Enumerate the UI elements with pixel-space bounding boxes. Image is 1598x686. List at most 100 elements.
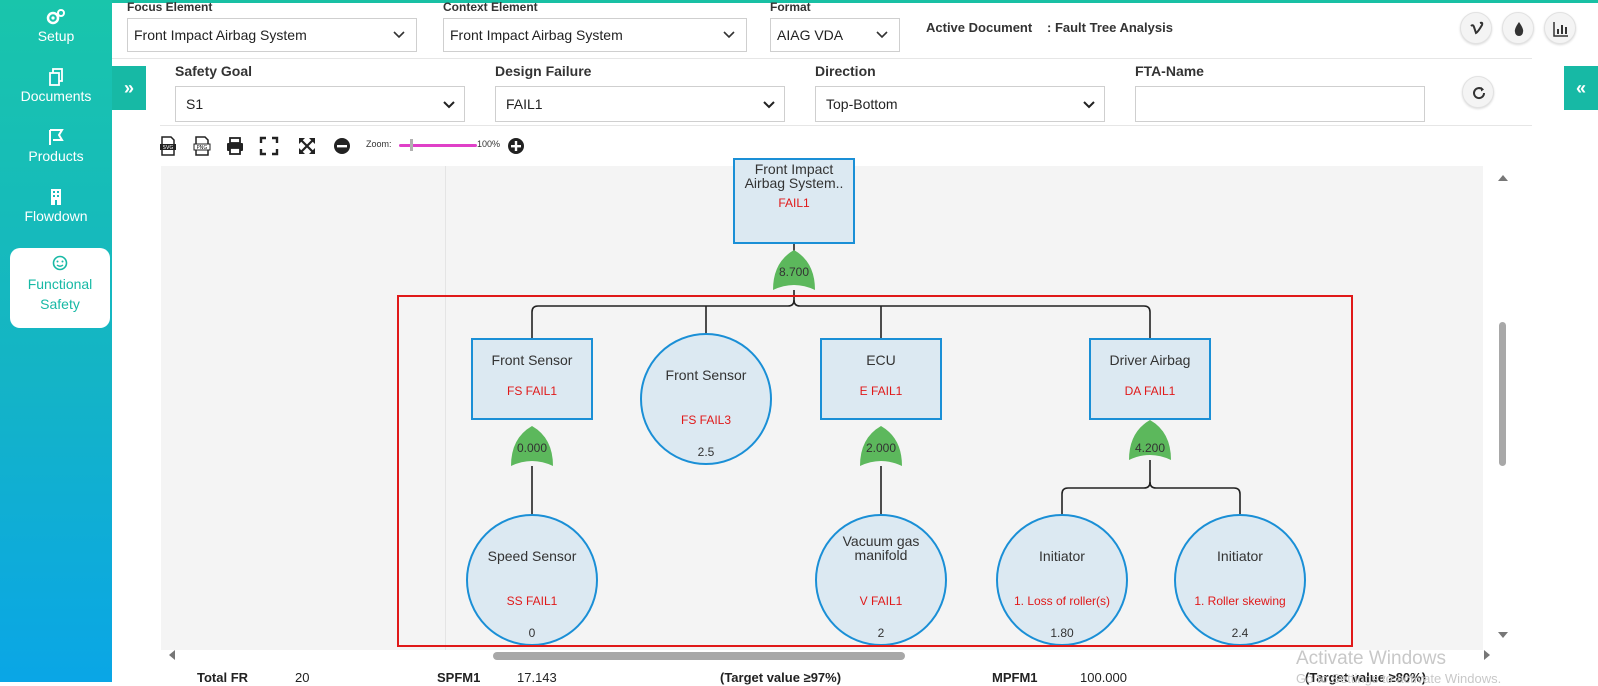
focus-element-value: Front Impact Airbag System [134,27,307,43]
safety-goal-select[interactable]: S1 [175,86,465,122]
refresh-button[interactable] [1462,76,1494,108]
node-title: Initiator [1039,548,1085,564]
gate-value: 8.700 [778,265,810,279]
node-fail: SS FAIL1 [506,594,558,608]
fta-basic-event-front-sensor[interactable]: Front Sensor FS FAIL3 2.5 [640,333,772,465]
fta-node-front-sensor[interactable]: Front Sensor FS FAIL1 [471,338,593,420]
header-divider [112,58,1532,59]
svg-text:SVG: SVG [163,145,174,151]
direction-label: Direction [815,63,876,79]
node-value: 0 [528,626,536,640]
design-failure-label: Design Failure [495,63,592,79]
or-gate-ecu [860,426,902,466]
node-title: Front Sensor [491,352,573,368]
fta-basic-event-vacuum-gas-manifold[interactable]: Vacuum gas manifold V FAIL1 2 [815,514,947,646]
selection-highlight [397,295,1353,647]
chevron-down-icon [1083,101,1095,109]
gate-value: 0.000 [516,441,548,455]
documents-icon [49,68,63,86]
format-select[interactable]: AIAG VDA [770,18,900,52]
or-gates [511,250,1171,466]
total-fr-label: Total FR [197,670,249,685]
focus-element-label: Focus Element [127,0,213,14]
scroll-left-icon[interactable] [169,650,175,660]
active-document-value: : Fault Tree Analysis [1047,20,1173,35]
spfm-target: (Target value ≥97%) [720,670,842,685]
sidebar-item-label: Documents [20,88,92,104]
focus-element-select[interactable]: Front Impact Airbag System [127,18,417,52]
sidebar-item-label: Setup [37,28,75,44]
fta-node-root[interactable]: Front Impact Airbag System.. FAIL1 [733,158,855,244]
fta-basic-event-initiator-1[interactable]: Initiator 1. Loss of roller(s) 1.80 [996,514,1128,646]
activate-windows-watermark: Activate Windows [1296,648,1446,669]
drop-icon [1514,22,1524,36]
svg-text:PNG: PNG [197,145,208,151]
context-element-select[interactable]: Front Impact Airbag System [443,18,747,52]
node-fail: FS FAIL3 [680,413,732,427]
zoom-slider-track[interactable] [399,144,477,147]
fullscreen-icon[interactable] [259,136,279,156]
node-fail: V FAIL1 [859,594,903,608]
scroll-down-icon[interactable] [1498,632,1508,638]
total-fr-value: 20 [295,670,310,685]
zoom-value: 100% [477,139,501,149]
fta-node-driver-airbag[interactable]: Driver Airbag DA FAIL1 [1089,338,1211,420]
format-value: AIAG VDA [777,27,844,43]
fta-name-input[interactable] [1135,86,1425,122]
vertical-scroll-thumb[interactable] [1499,322,1506,466]
mpfm-target: (Target value ≥80%) [1305,670,1427,685]
sidebar-item-documents[interactable]: Documents [0,68,112,126]
print-icon[interactable] [225,136,245,156]
refresh-icon [1473,87,1486,100]
zoom-slider-thumb[interactable] [410,139,413,151]
sidebar-item-functional-safety[interactable]: Functional Safety [10,248,110,328]
node-fail: E FAIL1 [859,384,903,398]
design-failure-select[interactable]: FAIL1 [495,86,785,122]
fta-name-label: FTA-Name [1135,63,1204,79]
or-gate-front-sensor [511,426,553,466]
expand-left-button[interactable]: » [112,66,146,110]
direction-select[interactable]: Top-Bottom [815,86,1105,122]
scroll-right-icon[interactable] [1484,650,1490,660]
direction-value: Top-Bottom [826,96,898,112]
chevron-down-icon [393,31,405,39]
chevron-down-icon [723,31,735,39]
sidebar-item-products[interactable]: Products [0,128,112,186]
collapse-right-button[interactable]: « [1564,66,1598,110]
top-accent-line [0,0,1598,3]
scroll-up-icon[interactable] [1498,175,1508,181]
node-title: Front Impact Airbag System.. [744,161,844,191]
node-value: 2 [877,626,885,640]
safety-goal-label: Safety Goal [175,63,253,79]
drop-button[interactable] [1502,12,1534,44]
sidebar-item-flowdown[interactable]: Flowdown [0,188,112,246]
mpfm-label: MPFM1 [992,670,1038,685]
building-icon [51,189,61,205]
context-element-label: Context Element [443,0,538,14]
chart-button[interactable] [1544,12,1576,44]
node-fail: 1. Roller skewing [1194,594,1286,608]
fta-basic-event-speed-sensor[interactable]: Speed Sensor SS FAIL1 0 [466,514,598,646]
png-export-icon[interactable]: PNG [192,136,212,156]
gate-value: 2.000 [865,441,897,455]
or-gate-root [773,250,815,290]
svg-export-icon[interactable]: SVG [158,136,178,156]
vimeo-button[interactable] [1460,12,1492,44]
sidebar-item-label: Flowdown [24,208,88,224]
double-chevron-right-icon: » [123,78,134,98]
horizontal-scroll-thumb[interactable] [493,652,905,660]
fta-node-ecu[interactable]: ECU E FAIL1 [820,338,942,420]
context-element-value: Front Impact Airbag System [450,27,623,43]
chevron-down-icon [443,101,455,109]
fta-basic-event-initiator-2[interactable]: Initiator 1. Roller skewing 2.4 [1174,514,1306,646]
sidebar-item-setup[interactable]: Setup [0,8,112,66]
node-title: Front Sensor [665,367,747,383]
spfm-label: SPFM1 [437,670,481,685]
zoom-in-icon[interactable] [506,136,526,156]
expand-arrows-icon[interactable] [297,136,317,156]
spfm-value: 17.143 [517,670,557,685]
safety-goal-value: S1 [186,96,204,112]
zoom-out-icon[interactable] [332,136,352,156]
node-title: Vacuum gas manifold [842,533,920,563]
